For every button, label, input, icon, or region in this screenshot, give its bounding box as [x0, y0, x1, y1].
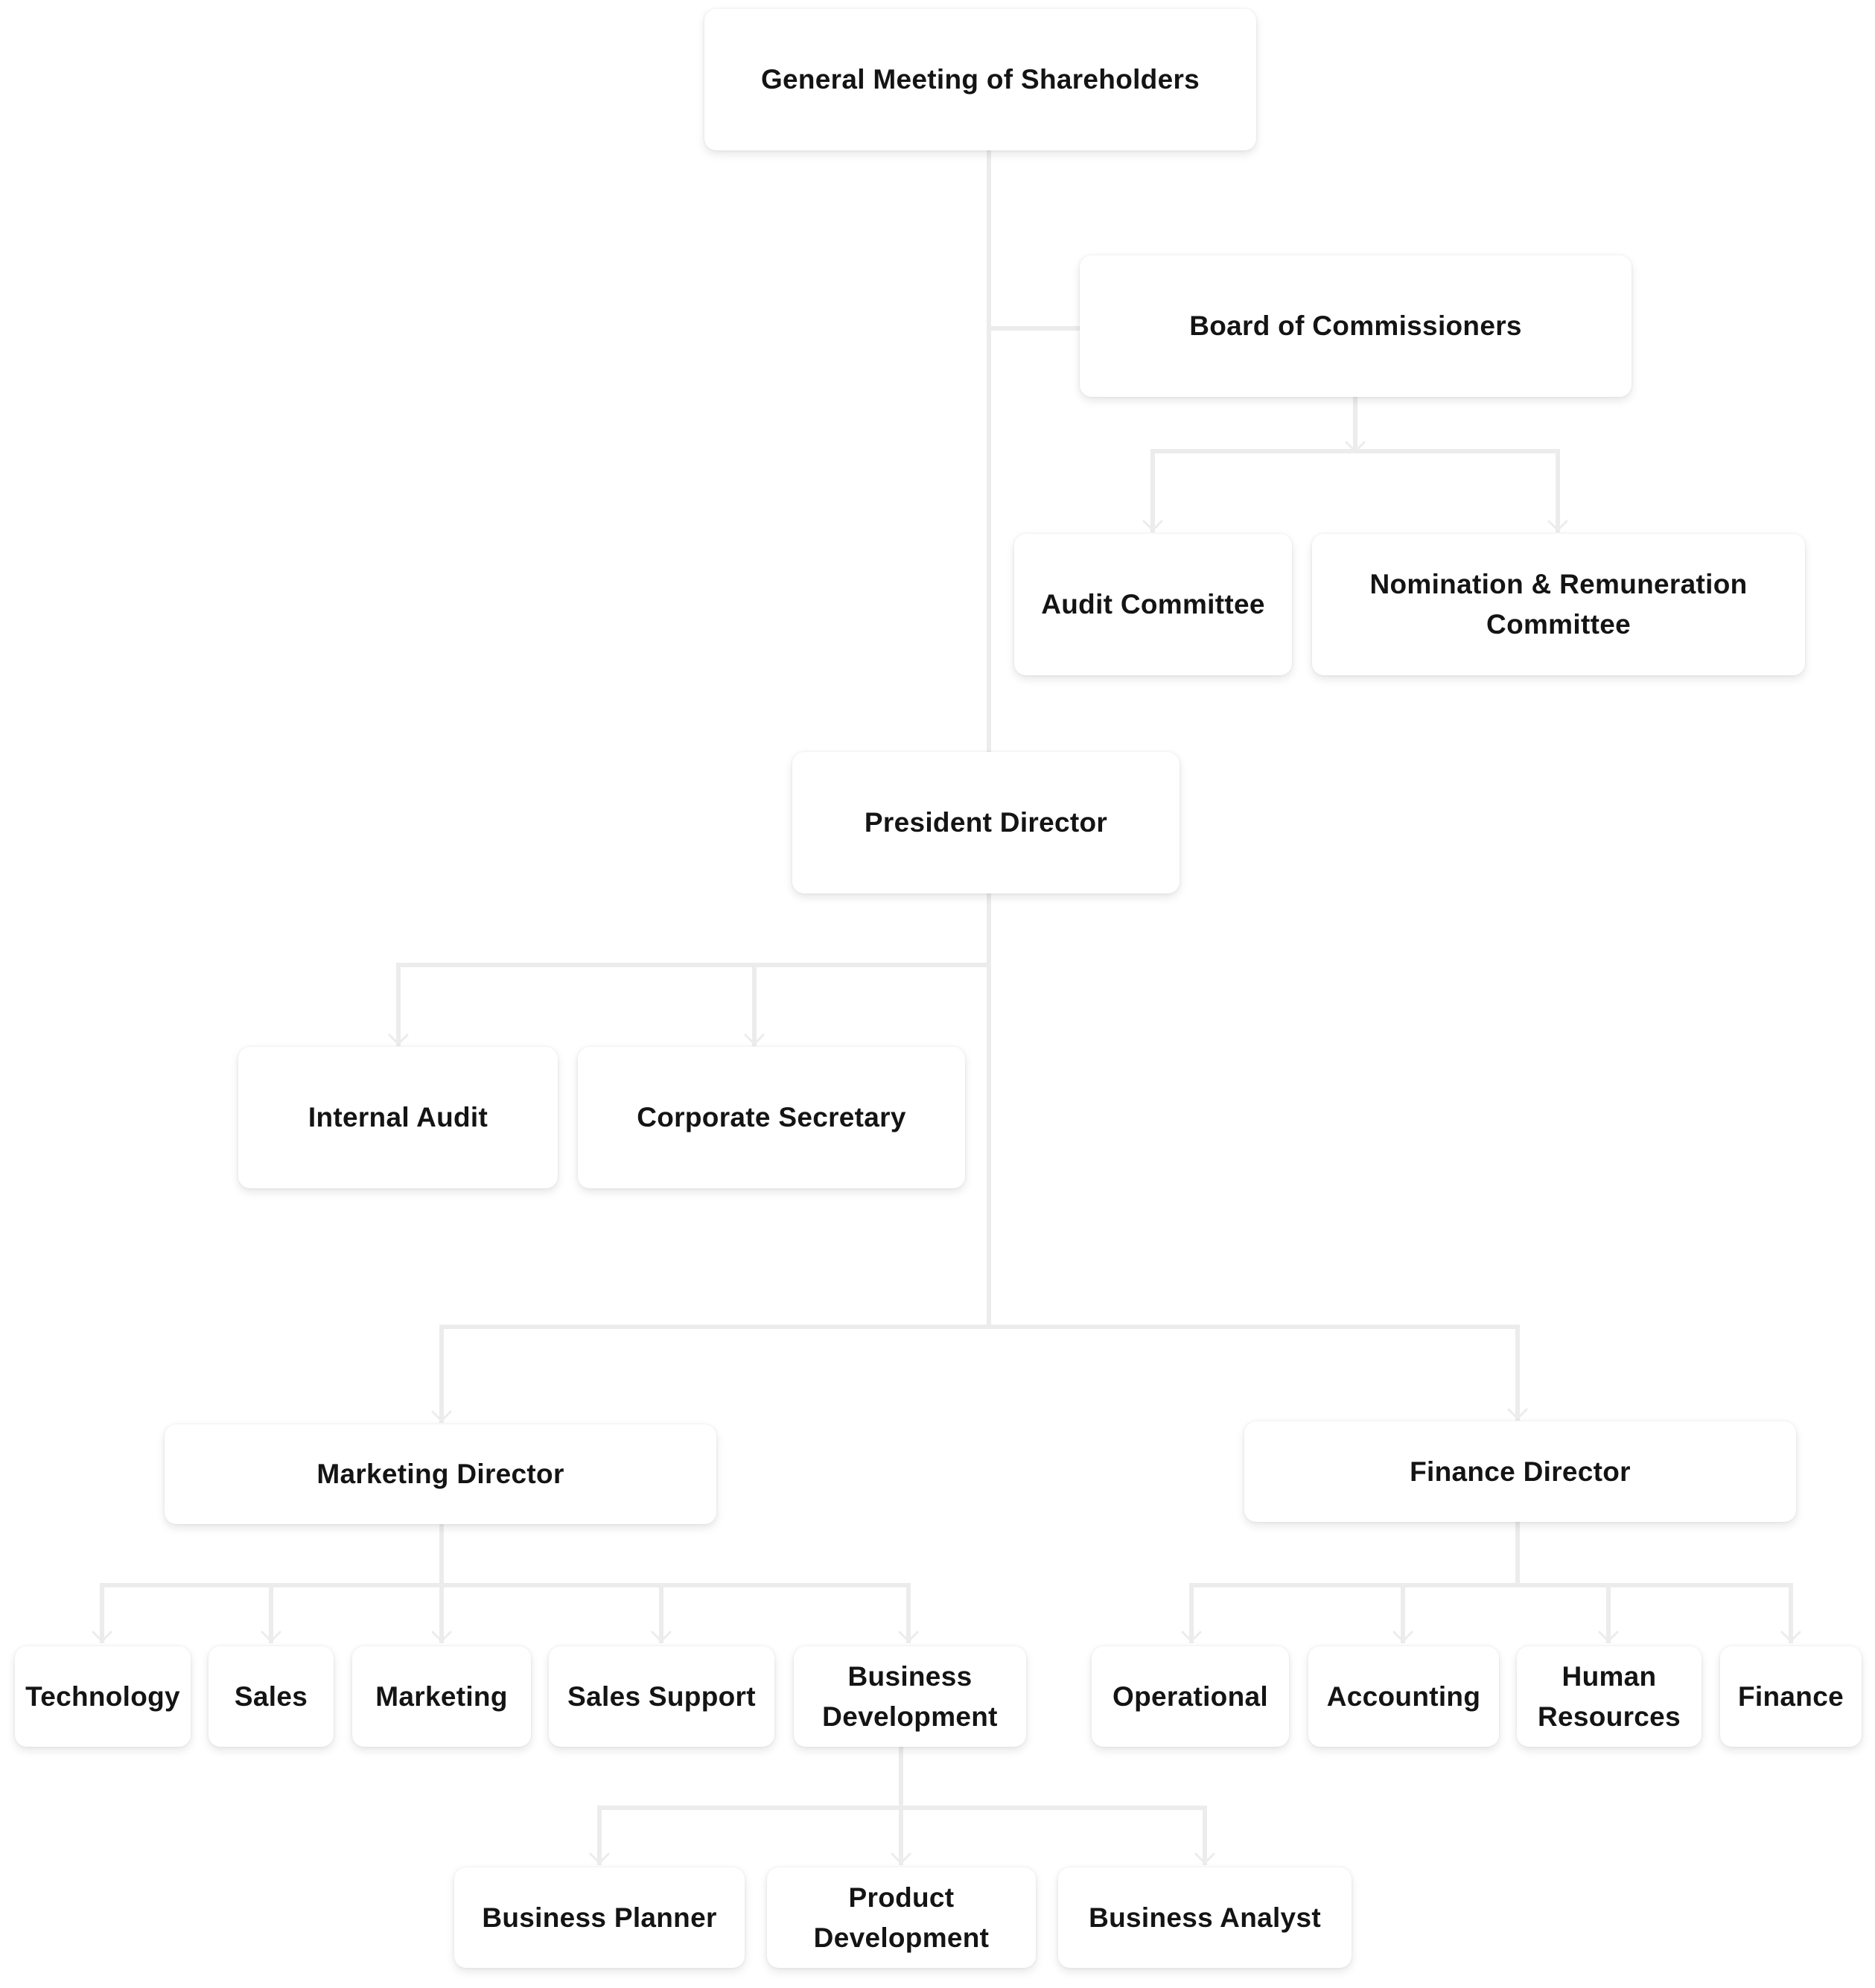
node-label: Business Analyst: [1089, 1902, 1321, 1933]
arrow-sales-support: [651, 1631, 672, 1643]
node-marketing: Marketing: [352, 1646, 531, 1747]
arrow-audit-committee: [1142, 520, 1163, 532]
connector-marketing-departments: [100, 1522, 911, 1643]
node-label: Board of Commissioners: [1189, 310, 1522, 341]
node-label: Audit Committee: [1041, 589, 1265, 619]
arrow-business-analyst: [1194, 1852, 1215, 1864]
node-general-meeting-of-shareholders: General Meeting of Shareholders: [704, 9, 1256, 150]
node-nomination-and-remuneration-committee: Nomination & Remuneration Committee: [1312, 534, 1805, 675]
node-label: General Meeting of Shareholders: [760, 64, 1200, 95]
connector-president-directors: [439, 963, 1520, 1423]
arrow-technology: [92, 1631, 112, 1643]
node-internal-audit: Internal Audit: [238, 1047, 558, 1188]
node-label: Sales Support: [567, 1680, 756, 1712]
node-label: Operational: [1112, 1680, 1268, 1712]
node-label: Accounting: [1326, 1680, 1481, 1712]
node-operational: Operational: [1092, 1646, 1289, 1747]
node-label: Sales: [234, 1680, 308, 1712]
connector-business-development-units: [597, 1745, 1207, 1865]
arrow-marketing-director: [431, 1410, 452, 1422]
node-human-resources: Human Resources: [1517, 1646, 1701, 1747]
node-label: Product Development: [813, 1882, 990, 1953]
node-label: Technology: [25, 1680, 180, 1712]
connector-commissioners-committees: [1150, 395, 1560, 532]
node-label: Business Development: [822, 1660, 998, 1732]
node-label: Nomination & Remuneration Committee: [1369, 569, 1748, 640]
node-finance-director: Finance Director: [1244, 1421, 1796, 1522]
node-sales-support: Sales Support: [549, 1646, 774, 1747]
arrow-nomination-committee: [1547, 520, 1568, 532]
node-label: Marketing: [375, 1680, 508, 1712]
arrow-finance: [1780, 1631, 1801, 1643]
node-label: President Director: [864, 807, 1108, 838]
arrow-product-development: [891, 1852, 911, 1864]
arrow-corporate-secretary: [744, 1033, 765, 1045]
node-finance: Finance: [1720, 1646, 1862, 1747]
node-label: Marketing Director: [316, 1459, 564, 1489]
node-label: Corporate Secretary: [637, 1102, 906, 1132]
node-label: Business Planner: [482, 1902, 717, 1933]
node-label: Finance Director: [1410, 1456, 1631, 1487]
node-corporate-secretary: Corporate Secretary: [578, 1047, 965, 1188]
node-label: Finance: [1738, 1680, 1844, 1712]
node-president-director: President Director: [792, 752, 1180, 893]
connector-president-staff: [396, 891, 991, 1046]
node-technology: Technology: [15, 1646, 191, 1747]
node-business-analyst: Business Analyst: [1058, 1867, 1352, 1968]
arrow-business-development: [898, 1631, 919, 1643]
arrow-marketing: [431, 1631, 452, 1643]
node-audit-committee: Audit Committee: [1014, 534, 1292, 675]
node-label: Internal Audit: [308, 1102, 488, 1132]
node-product-development: Product Development: [767, 1867, 1036, 1968]
node-marketing-director: Marketing Director: [165, 1424, 716, 1524]
arrow-accounting: [1392, 1631, 1413, 1643]
arrow-internal-audit: [388, 1033, 409, 1045]
node-label: Human Resources: [1538, 1660, 1681, 1732]
arrow-business-planner: [589, 1852, 610, 1864]
node-business-planner: Business Planner: [454, 1867, 745, 1968]
node-accounting: Accounting: [1308, 1646, 1499, 1747]
arrow-commissioners: [1345, 441, 1366, 453]
connector-finance-departments: [1189, 1520, 1793, 1643]
arrow-operational: [1181, 1631, 1202, 1643]
arrow-human-resources: [1598, 1631, 1619, 1643]
node-sales: Sales: [208, 1646, 334, 1747]
arrow-finance-director: [1507, 1408, 1528, 1420]
connector-shareholders-commissioners: [987, 148, 1082, 331]
node-board-of-commissioners: Board of Commissioners: [1080, 255, 1632, 397]
node-business-development: Business Development: [794, 1646, 1026, 1747]
arrow-sales: [261, 1631, 281, 1643]
